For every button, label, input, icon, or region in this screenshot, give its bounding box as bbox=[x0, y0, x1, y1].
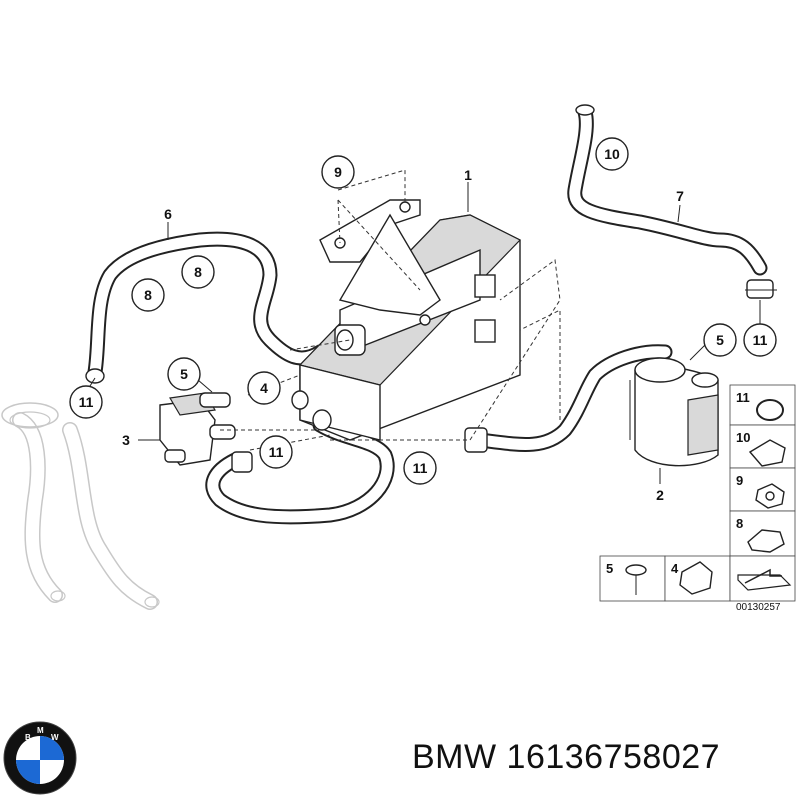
hose-6 bbox=[85, 231, 328, 384]
svg-text:10: 10 bbox=[736, 430, 750, 445]
brand-name: BMW bbox=[412, 738, 497, 776]
callout-9: 9 bbox=[321, 155, 355, 189]
filter-2 bbox=[629, 357, 719, 467]
svg-text:5: 5 bbox=[180, 366, 188, 382]
svg-text:7: 7 bbox=[676, 188, 684, 204]
svg-text:8: 8 bbox=[736, 516, 743, 531]
callout-4: 4 bbox=[247, 371, 281, 405]
svg-text:4: 4 bbox=[671, 561, 679, 576]
callout-1: 1 bbox=[464, 167, 472, 212]
filler-neck-ghost bbox=[1, 402, 160, 610]
svg-text:11: 11 bbox=[79, 394, 94, 410]
svg-text:00130257: 00130257 bbox=[736, 602, 781, 613]
callout-2: 2 bbox=[656, 468, 664, 503]
part-number: 16136758027 bbox=[506, 738, 721, 776]
svg-text:11: 11 bbox=[753, 332, 768, 348]
svg-text:5: 5 bbox=[716, 332, 724, 348]
callout-8-b: 8 bbox=[181, 255, 215, 289]
svg-text:W: W bbox=[51, 733, 59, 742]
callout-11-right: 11 bbox=[743, 300, 777, 357]
callouts: 9 1 6 8 8 10 7 5 bbox=[69, 137, 777, 503]
callout-3: 3 bbox=[122, 432, 160, 448]
svg-text:1: 1 bbox=[464, 167, 472, 183]
svg-text:3: 3 bbox=[122, 432, 130, 448]
svg-text:M: M bbox=[37, 726, 44, 735]
svg-text:5: 5 bbox=[606, 561, 613, 576]
svg-text:2: 2 bbox=[656, 487, 664, 503]
hose-7 bbox=[567, 104, 777, 299]
part-caption: BMW 16136758027 bbox=[412, 738, 792, 777]
bracket bbox=[319, 199, 441, 326]
callout-11-center: 11 bbox=[259, 435, 293, 469]
valve-3 bbox=[159, 392, 236, 466]
callout-7: 7 bbox=[676, 188, 684, 223]
callout-5-right: 5 bbox=[689, 323, 737, 361]
svg-text:9: 9 bbox=[736, 473, 743, 488]
svg-text:8: 8 bbox=[144, 287, 152, 303]
svg-text:11: 11 bbox=[269, 444, 284, 460]
callout-10: 10 bbox=[595, 137, 629, 171]
parts-legend: 11 10 9 8 5 4 00130257 bbox=[599, 384, 796, 613]
svg-text:11: 11 bbox=[413, 460, 428, 476]
svg-text:10: 10 bbox=[604, 146, 620, 162]
svg-text:9: 9 bbox=[334, 164, 342, 180]
legend-item-5 bbox=[599, 555, 666, 602]
hose-to-filter bbox=[464, 344, 673, 453]
callout-5-left: 5 bbox=[167, 357, 213, 393]
callout-11-left: 11 bbox=[69, 377, 103, 419]
svg-text:4: 4 bbox=[260, 380, 268, 396]
svg-text:B: B bbox=[25, 733, 31, 742]
svg-text:11: 11 bbox=[736, 390, 750, 405]
bmw-logo: B M W bbox=[3, 721, 77, 795]
callout-8-a: 8 bbox=[131, 278, 165, 312]
callout-11-hose: 11 bbox=[403, 451, 437, 485]
hose-lower-loop bbox=[205, 417, 395, 525]
callout-6: 6 bbox=[164, 206, 172, 240]
svg-text:6: 6 bbox=[164, 206, 172, 222]
svg-text:8: 8 bbox=[194, 264, 202, 280]
